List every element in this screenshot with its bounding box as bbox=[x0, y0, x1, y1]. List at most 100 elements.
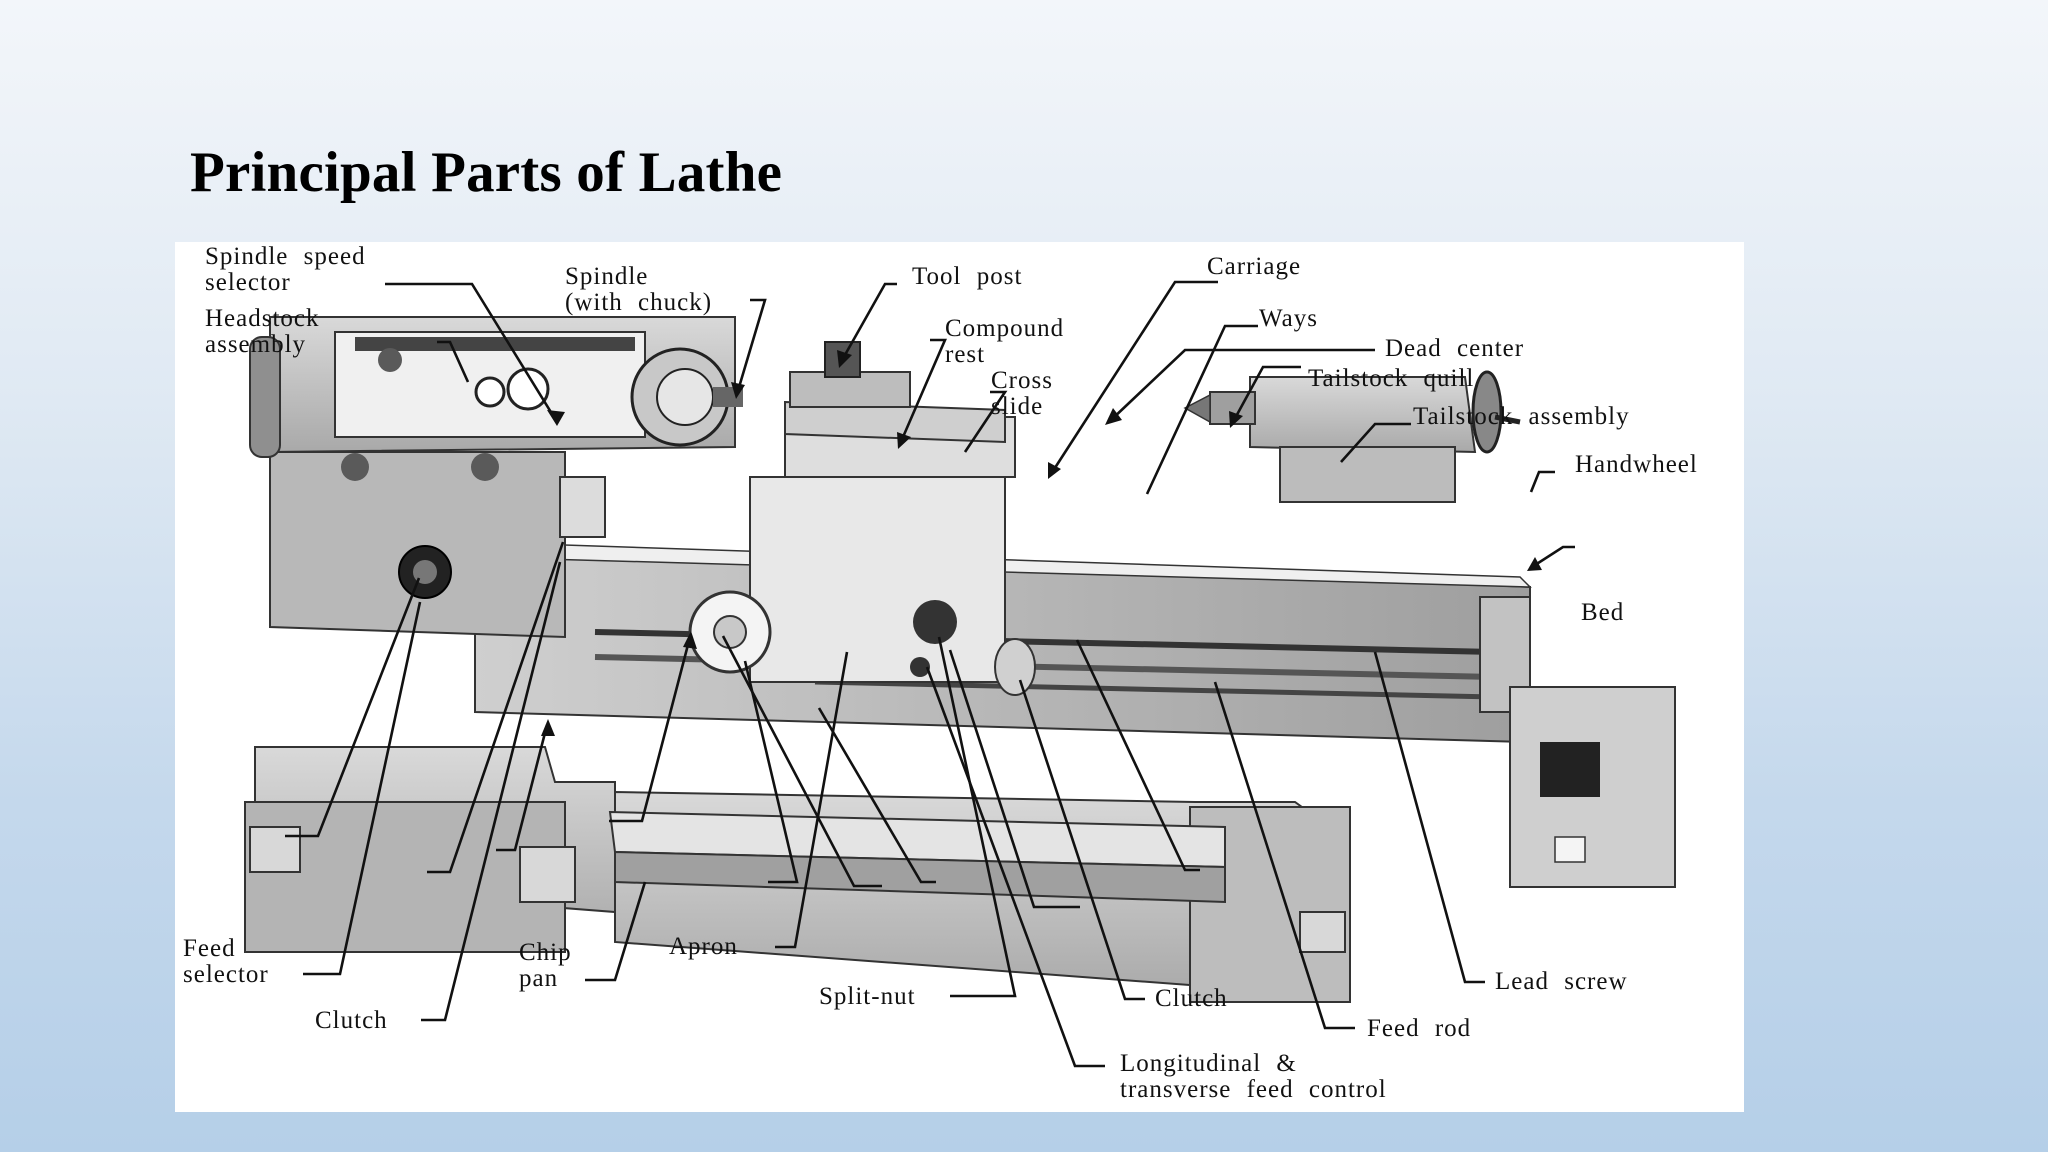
headstock-knob-2 bbox=[341, 453, 369, 481]
leader-lead-screw bbox=[1075, 639, 1200, 872]
label-dead-center: Dead center bbox=[1385, 335, 1524, 362]
label-apron: Apron bbox=[669, 933, 738, 960]
label-lead-screw: Lead screw bbox=[1495, 968, 1628, 995]
apron-body bbox=[749, 476, 1006, 683]
label-tailstock-assembly: Tailstock assembly bbox=[1413, 403, 1630, 430]
headstock-knob-3 bbox=[471, 453, 499, 481]
cross-slide-shape bbox=[784, 400, 1006, 444]
control-rod-bar bbox=[814, 679, 1496, 700]
label-leader-stubs bbox=[303, 561, 1485, 1068]
stub-clutch-left bbox=[421, 561, 562, 1022]
leader-split-nut bbox=[743, 660, 799, 884]
speed-dial-2 bbox=[474, 376, 506, 408]
split-nut-lever bbox=[913, 600, 957, 644]
clutch-collar bbox=[994, 638, 1036, 696]
left-pedestal-foot-1 bbox=[249, 826, 301, 873]
leader-handwheel bbox=[1529, 470, 1555, 493]
feed-control-knob bbox=[910, 657, 930, 677]
stub-lead-screw bbox=[1373, 651, 1485, 984]
label-split-nut: Split-nut bbox=[819, 983, 916, 1010]
label-feed-rod: Feed rod bbox=[1367, 1015, 1471, 1042]
leader-tailstock-quill bbox=[1231, 365, 1301, 423]
arrowhead-spindle-speed bbox=[547, 410, 565, 426]
leader-cross-slide bbox=[963, 390, 1008, 453]
right-pedestal bbox=[1189, 806, 1351, 1003]
leader-dead-center bbox=[1109, 348, 1375, 422]
left-pedestal-foot-2 bbox=[519, 846, 576, 903]
leader-feed-selector bbox=[285, 577, 421, 838]
gear-box bbox=[559, 476, 606, 538]
feed-selector-knob-inner bbox=[413, 560, 437, 584]
arrowhead-compound-rest bbox=[897, 432, 911, 449]
leader-chip-pan bbox=[496, 724, 549, 852]
label-handwheel: Handwheel bbox=[1575, 451, 1698, 478]
speed-dial-1 bbox=[506, 367, 550, 411]
leader-apron bbox=[609, 636, 692, 823]
chuck-inner bbox=[656, 368, 714, 426]
arrowhead-apron bbox=[683, 631, 697, 649]
headstock-left-cover bbox=[249, 336, 281, 458]
leader-spindle-with-chuck bbox=[735, 298, 767, 395]
leader-clutch-left bbox=[427, 541, 565, 874]
chip-pan-front bbox=[614, 850, 1226, 904]
arrowhead-chip-pan bbox=[541, 719, 555, 736]
label-clutch-left: Clutch bbox=[315, 1007, 388, 1034]
leader-compound-rest bbox=[898, 338, 947, 445]
left-pedestal-door bbox=[244, 801, 566, 953]
arrowhead-chuck bbox=[731, 382, 745, 399]
apron-handwheel-hub bbox=[713, 615, 747, 649]
slide-title: Principal Parts of Lathe bbox=[190, 141, 783, 204]
leader-clutch-right bbox=[817, 707, 936, 884]
stub-feed-selector bbox=[303, 601, 422, 976]
leader-lines bbox=[285, 280, 1575, 909]
leader-spindle-speed-selector bbox=[385, 282, 559, 423]
headstock-knob-1 bbox=[378, 348, 402, 372]
arrowhead-tailstock-quill bbox=[1229, 411, 1243, 428]
headstock-plate-header bbox=[355, 337, 635, 351]
arrowhead-dead-center bbox=[1105, 408, 1122, 425]
leader-feed-rod bbox=[948, 649, 1080, 909]
leader-tool-post bbox=[839, 282, 897, 363]
leader-carriage bbox=[1049, 280, 1218, 475]
label-tool-post: Tool post bbox=[912, 263, 1022, 290]
arrowhead-carriage bbox=[1048, 462, 1061, 479]
stub-clutch-right bbox=[1018, 679, 1145, 1001]
headstock-lower bbox=[269, 451, 566, 639]
label-bed: Bed bbox=[1581, 599, 1624, 626]
leader-bed bbox=[1531, 545, 1575, 569]
label-clutch-right: Clutch bbox=[1155, 985, 1228, 1012]
stub-feed-rod bbox=[1213, 681, 1355, 1030]
stub-apron bbox=[775, 651, 849, 949]
leader-tailstock-assembly bbox=[1340, 422, 1411, 463]
lathe-illustration bbox=[244, 316, 1676, 1003]
tailstock-base bbox=[1279, 446, 1456, 503]
handwheel-handle bbox=[1494, 414, 1521, 425]
label-tailstock-quill: Tailstock quill bbox=[1308, 365, 1474, 392]
electrical-box-switch bbox=[1540, 742, 1600, 797]
arrowhead-tool-post bbox=[837, 350, 852, 368]
leader-longitudinal-feed-control bbox=[721, 635, 882, 888]
electrical-box-plate bbox=[1554, 836, 1586, 863]
tailstock-handwheel-shape bbox=[1471, 370, 1503, 454]
arrowhead-bed bbox=[1527, 557, 1542, 571]
label-ways: Ways bbox=[1259, 305, 1318, 332]
leader-ways bbox=[1145, 324, 1258, 495]
right-pedestal-foot bbox=[1299, 911, 1346, 953]
leader-headstock-assembly bbox=[437, 340, 470, 383]
dead-center-shape bbox=[1183, 393, 1211, 424]
stub-chip-pan bbox=[585, 881, 647, 982]
label-longitudinal-feed-control: Longitudinal &transverse feed control bbox=[1120, 1050, 1387, 1103]
stub-longitudinal bbox=[925, 666, 1105, 1068]
label-carriage: Carriage bbox=[1207, 253, 1301, 280]
label-spindle-with-chuck: Spindle(with chuck) bbox=[565, 263, 712, 316]
stub-split-nut bbox=[937, 636, 1017, 998]
